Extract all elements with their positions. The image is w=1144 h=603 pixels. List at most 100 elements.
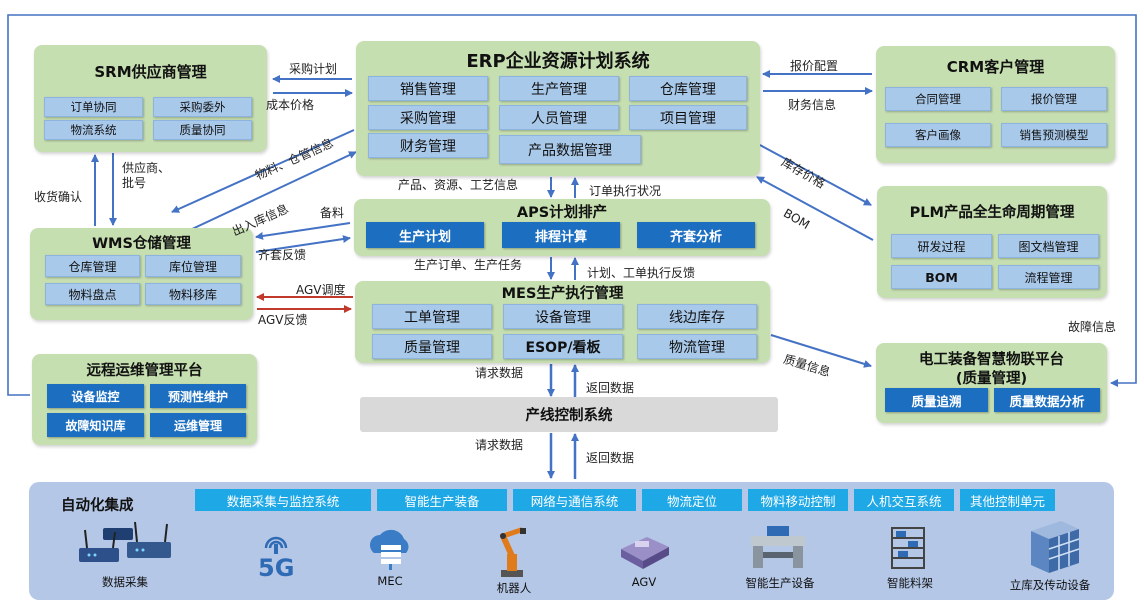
mes-module-logistics[interactable]: 物流管理 xyxy=(637,334,757,359)
erp-module-sales[interactable]: 销售管理 xyxy=(368,76,488,101)
flow-receipt-confirm: 收货确认 xyxy=(34,190,83,204)
line-control-title: 产线控制系统 xyxy=(525,408,613,424)
erp-module-project[interactable]: 项目管理 xyxy=(629,105,747,130)
srm-module-logistics[interactable]: 物流系统 xyxy=(44,120,143,140)
crm-module-portrait[interactable]: 客户画像 xyxy=(885,123,991,147)
mec-cloud-icon xyxy=(370,529,409,570)
wms-module-inventory[interactable]: 物料盘点 xyxy=(45,283,140,305)
device-label-stacker: 立库及传动设备 xyxy=(1009,578,1091,592)
device-label-smart-equipment: 智能生产设备 xyxy=(745,576,815,590)
crm-title: CRM客户管理 xyxy=(946,58,1045,76)
robot-arm-icon xyxy=(500,527,526,577)
auto-cat-smart-equipment[interactable]: 智能生产装备 xyxy=(377,489,507,511)
aps-module-kitting[interactable]: 齐套分析 xyxy=(637,222,755,248)
aps-module-scheduling[interactable]: 排程计算 xyxy=(502,222,620,248)
erp-module-finance[interactable]: 财务管理 xyxy=(368,133,488,158)
flow-quality-info: 质量信息 xyxy=(781,352,832,380)
flow-mes-request: 请求数据 xyxy=(475,366,524,380)
flow-line-return: 返回数据 xyxy=(586,381,635,395)
iot-title: 电工装备智慧物联平台 xyxy=(919,352,1064,368)
smart-production-equipment-icon xyxy=(751,526,805,568)
device-label-agv: AGV xyxy=(631,575,657,589)
crm-module-forecast[interactable]: 销售预测模型 xyxy=(1001,123,1107,147)
iot-module-analysis[interactable]: 质量数据分析 xyxy=(994,388,1100,412)
mes-module-workorder[interactable]: 工单管理 xyxy=(372,304,492,329)
flow-cost-price: 成本价格 xyxy=(266,98,315,112)
erp-title: ERP企业资源计划系统 xyxy=(466,51,650,72)
plm-panel: PLM产品全生命周期管理 研发过程 图文档管理 BOM 流程管理 xyxy=(877,186,1107,298)
automation-title: 自动化集成 xyxy=(61,498,134,514)
device-label-smart-rack: 智能料架 xyxy=(887,576,933,590)
wms-module-location[interactable]: 库位管理 xyxy=(145,255,241,277)
flow-agv-feedback: AGV反馈 xyxy=(258,313,308,327)
erp-panel: ERP企业资源计划系统 销售管理 生产管理 仓库管理 采购管理 人员管理 项目管… xyxy=(356,41,760,176)
flow-supplier-batch: 供应商、 批号 xyxy=(122,161,170,191)
srm-module-outsourcing[interactable]: 采购委外 xyxy=(153,97,252,117)
device-label-robot: 机器人 xyxy=(496,581,532,595)
flow-auto-request: 请求数据 xyxy=(475,438,524,452)
crm-module-quote[interactable]: 报价管理 xyxy=(1001,87,1107,111)
flow-plan-feedback: 计划、工单执行反馈 xyxy=(587,266,696,280)
stacker-warehouse-icon xyxy=(1031,521,1080,573)
mes-panel: MES生产执行管理 工单管理 设备管理 线边库存 质量管理 ESOP/看板 物流… xyxy=(355,281,770,363)
device-label-mec: MEC xyxy=(377,574,403,588)
device-label-data-acquisition: 数据采集 xyxy=(102,575,148,589)
wms-module-warehouse[interactable]: 仓库管理 xyxy=(45,255,140,277)
wms-module-transfer[interactable]: 物料移库 xyxy=(145,283,241,305)
flow-stock-price: 库存价格 xyxy=(779,155,828,192)
wms-panel: WMS仓储管理 仓库管理 库位管理 物料盘点 物料移库 xyxy=(30,228,253,320)
srm-module-quality[interactable]: 质量协同 xyxy=(153,120,252,140)
flow-prep-material: 备料 xyxy=(320,206,345,220)
erp-module-product-data[interactable]: 产品数据管理 xyxy=(499,135,641,164)
erp-module-purchase[interactable]: 采购管理 xyxy=(368,105,488,130)
auto-cat-logistics-positioning[interactable]: 物流定位 xyxy=(642,489,742,511)
erp-module-warehouse[interactable]: 仓库管理 xyxy=(629,76,747,101)
plm-module-process[interactable]: 流程管理 xyxy=(998,265,1099,289)
remote-title: 远程运维管理平台 xyxy=(86,363,203,379)
aps-wms-prep-line xyxy=(255,222,351,240)
flow-auto-return: 返回数据 xyxy=(586,451,635,465)
remote-module-predictive[interactable]: 预测性维护 xyxy=(150,384,246,408)
crm-module-contract[interactable]: 合同管理 xyxy=(885,87,991,111)
iot-module-trace[interactable]: 质量追溯 xyxy=(885,388,988,412)
aps-module-plan[interactable]: 生产计划 xyxy=(366,222,484,248)
flow-fault-info: 故障信息 xyxy=(1068,320,1117,334)
line-control-bar[interactable]: 产线控制系统 xyxy=(360,397,778,432)
erp-module-production[interactable]: 生产管理 xyxy=(499,76,619,101)
wms-title: WMS仓储管理 xyxy=(92,236,191,252)
srm-title: SRM供应商管理 xyxy=(94,63,207,81)
flow-purchase-plan: 采购计划 xyxy=(289,62,338,76)
auto-cat-material-movement[interactable]: 物料移动控制 xyxy=(748,489,848,511)
flow-quote-config: 报价配置 xyxy=(790,59,839,73)
flow-supplier-batch-text: 供应商、 批号 xyxy=(122,161,171,190)
srm-module-order[interactable]: 订单协同 xyxy=(44,97,143,117)
auto-cat-data-acquisition[interactable]: 数据采集与监控系统 xyxy=(195,489,371,511)
plm-module-docs[interactable]: 图文档管理 xyxy=(998,234,1099,258)
mes-module-esop[interactable]: ESOP/看板 xyxy=(503,334,623,359)
remote-module-knowledge[interactable]: 故障知识库 xyxy=(47,413,144,437)
flow-inout-info: 出入库信息 xyxy=(230,201,291,239)
mes-title: MES生产执行管理 xyxy=(501,286,624,302)
mes-module-equipment[interactable]: 设备管理 xyxy=(503,304,623,329)
5g-icon: 5G xyxy=(258,536,294,580)
remote-module-ops[interactable]: 运维管理 xyxy=(150,413,246,437)
erp-module-personnel[interactable]: 人员管理 xyxy=(499,105,619,130)
flow-production-order: 生产订单、生产任务 xyxy=(414,258,523,272)
remote-module-monitor[interactable]: 设备监控 xyxy=(47,384,144,408)
flow-product-resource: 产品、资源、工艺信息 xyxy=(398,178,519,192)
auto-cat-hmi[interactable]: 人机交互系统 xyxy=(854,489,954,511)
mes-module-quality[interactable]: 质量管理 xyxy=(372,334,492,359)
plm-module-rd[interactable]: 研发过程 xyxy=(891,234,992,258)
iot-panel: 电工装备智慧物联平台 (质量管理) 质量追溯 质量数据分析 xyxy=(876,343,1107,423)
plm-module-bom[interactable]: BOM xyxy=(891,265,992,289)
aps-panel: APS计划排产 生产计划 排程计算 齐套分析 xyxy=(354,199,770,256)
svg-text:5G: 5G xyxy=(258,554,294,580)
aps-title: APS计划排产 xyxy=(516,205,608,221)
smart-rack-icon xyxy=(891,527,925,569)
mes-module-line-stock[interactable]: 线边库存 xyxy=(637,304,757,329)
flow-bom: BOM xyxy=(781,206,813,233)
srm-panel: SRM供应商管理 订单协同 采购委外 物流系统 质量协同 xyxy=(34,45,267,152)
auto-cat-network[interactable]: 网络与通信系统 xyxy=(513,489,636,511)
auto-cat-other-control[interactable]: 其他控制单元 xyxy=(960,489,1055,511)
flow-order-status: 订单执行状况 xyxy=(589,184,662,198)
